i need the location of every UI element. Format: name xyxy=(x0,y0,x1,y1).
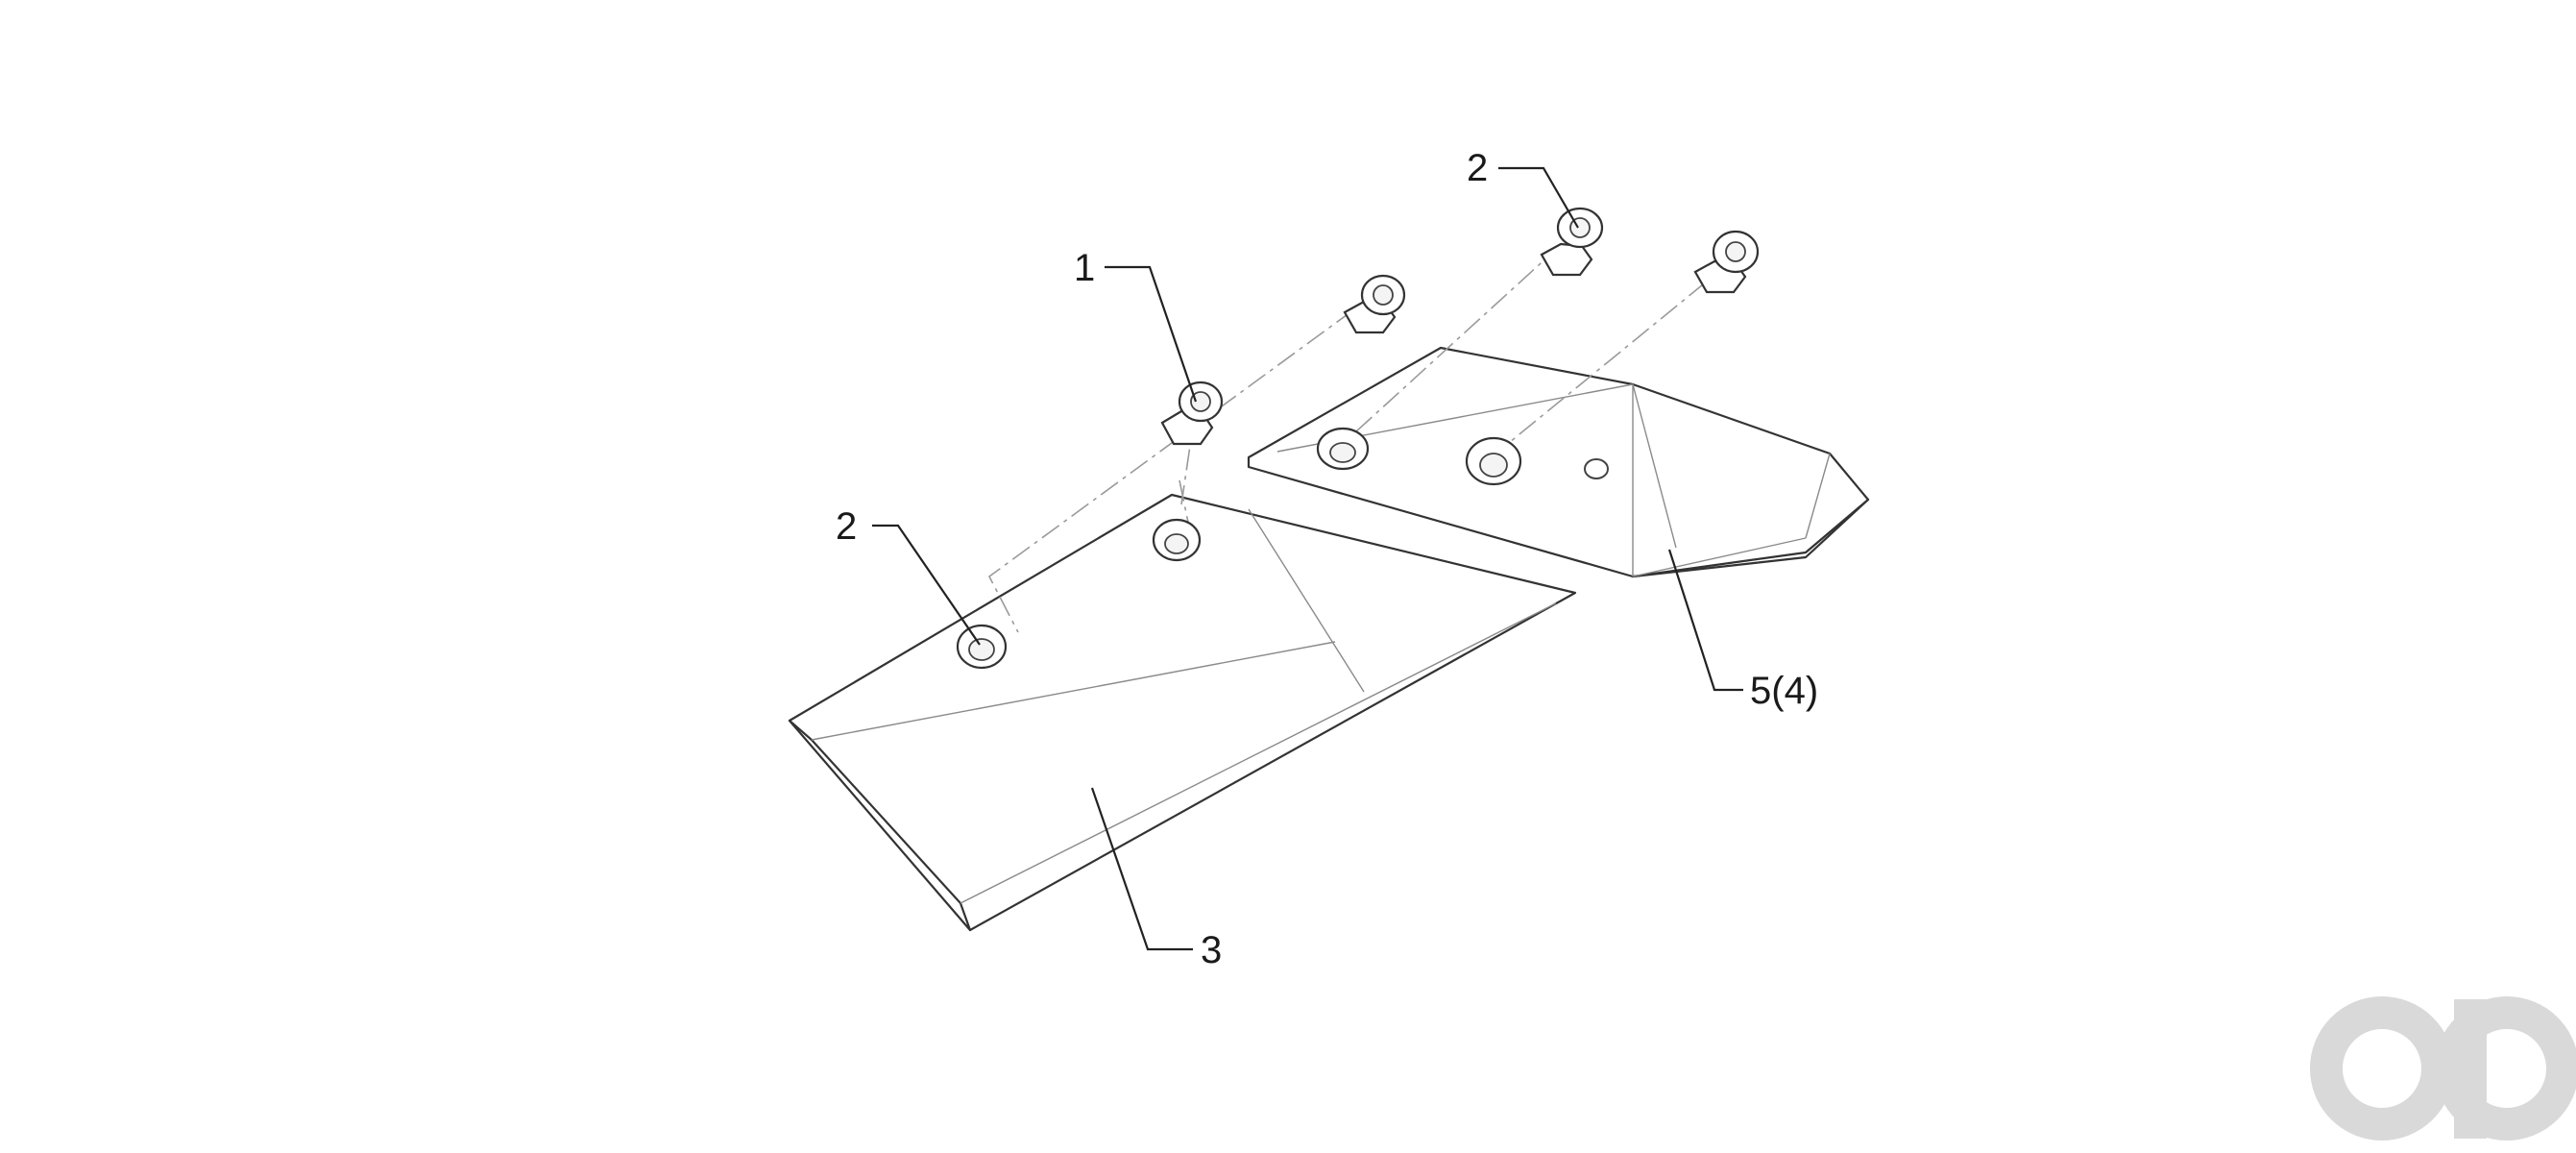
bolt-tip-right xyxy=(1465,436,1522,486)
callout-3: 3 xyxy=(1201,929,1222,971)
bolt-blade-left xyxy=(956,624,1008,670)
callout-2-right: 2 xyxy=(1467,147,1488,189)
nut-upper-blade xyxy=(1343,274,1406,334)
callout-2-left: 2 xyxy=(836,505,857,548)
blade-part-3 xyxy=(788,493,1577,932)
callout-1: 1 xyxy=(1074,247,1095,289)
leader-lines xyxy=(872,166,1743,951)
bolt-blade-upper xyxy=(1152,518,1202,562)
nut-part-1 xyxy=(1160,380,1224,446)
bolt-tip-left xyxy=(1316,427,1370,471)
tip-part-5 xyxy=(1247,346,1870,578)
watermark-logo xyxy=(2310,996,2576,1141)
nut-upper-tip xyxy=(1693,230,1760,294)
callout-5-4: 5(4) xyxy=(1750,670,1818,712)
